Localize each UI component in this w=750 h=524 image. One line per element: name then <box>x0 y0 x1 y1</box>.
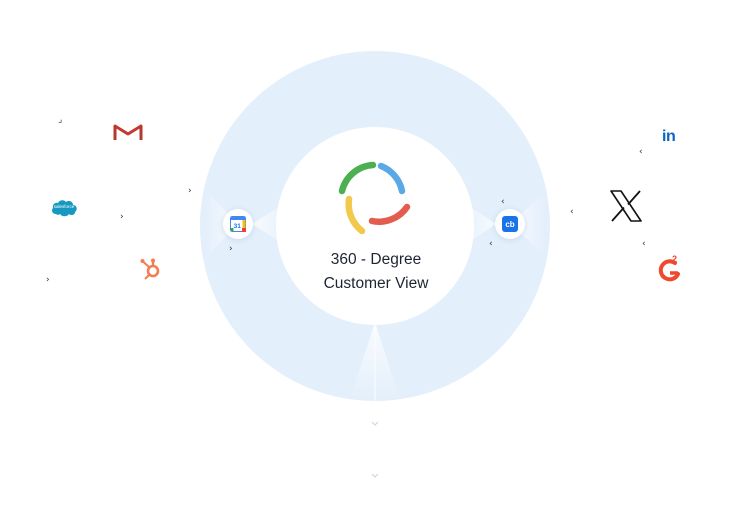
center-title-line2: Customer View <box>323 275 429 292</box>
salesforce-wordmark: salesforce <box>53 204 75 209</box>
flow-chevron: › <box>229 244 233 254</box>
flow-chevron: ‹ <box>639 147 643 157</box>
gmail-icon <box>113 124 143 140</box>
flow-chevron: ‹ <box>642 239 646 249</box>
flow-chevron: › <box>46 275 50 285</box>
flow-chevron: › <box>120 212 124 222</box>
x-icon <box>610 190 642 222</box>
center-disc <box>276 127 474 325</box>
360-degree-ring-logo <box>338 161 411 235</box>
center-title: 360 - Degree Customer View <box>276 248 476 296</box>
g2-icon: 2 <box>657 254 683 283</box>
linkedin-icon: in <box>662 128 676 145</box>
calendly-node[interactable]: cb <box>495 209 525 239</box>
cb-icon: cb <box>502 216 518 232</box>
flow-chevron: ‹ <box>489 239 493 249</box>
flow-chevron: › <box>188 186 192 196</box>
bottom-beams <box>350 322 400 430</box>
google-calendar-node[interactable]: 31 <box>223 209 253 239</box>
cb-icon-label: cb <box>505 219 515 229</box>
g2-superscript: 2 <box>672 254 678 264</box>
flow-chevron: ‹ <box>501 197 505 207</box>
flow-chevron: ⌟ <box>58 115 63 125</box>
down-chevron-2 <box>371 473 379 478</box>
flow-chevron: ‹ <box>570 207 574 217</box>
center-title-line1: 360 - Degree <box>330 251 422 268</box>
hubspot-icon <box>140 258 160 280</box>
down-chevron-1 <box>371 421 379 426</box>
google-calendar-icon: 31 <box>230 216 246 232</box>
salesforce-icon: salesforce <box>50 198 78 218</box>
calendar-day-label: 31 <box>234 223 242 230</box>
